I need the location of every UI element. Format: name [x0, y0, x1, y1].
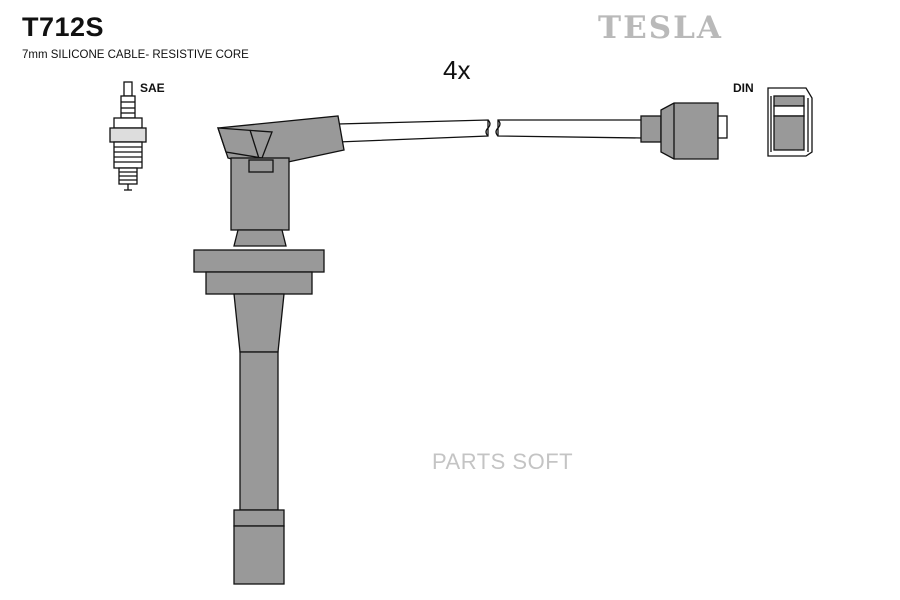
spark-plug-boot: [193, 115, 345, 585]
brand-logo: TESLA: [598, 10, 723, 46]
quantity-label: 4x: [443, 55, 471, 85]
din-connector-icon: [767, 87, 813, 157]
cable: [337, 119, 643, 143]
watermark-text: PARTS SOFT: [432, 449, 574, 474]
cable-description: 7mm SILICONE CABLE- RESISTIVE CORE: [22, 49, 249, 61]
din-label: DIN: [733, 81, 754, 95]
sae-label: SAE: [140, 81, 165, 95]
distributor-boot: [640, 102, 728, 160]
part-number-title: T712S: [22, 12, 105, 42]
spark-plug-icon: [109, 81, 147, 191]
